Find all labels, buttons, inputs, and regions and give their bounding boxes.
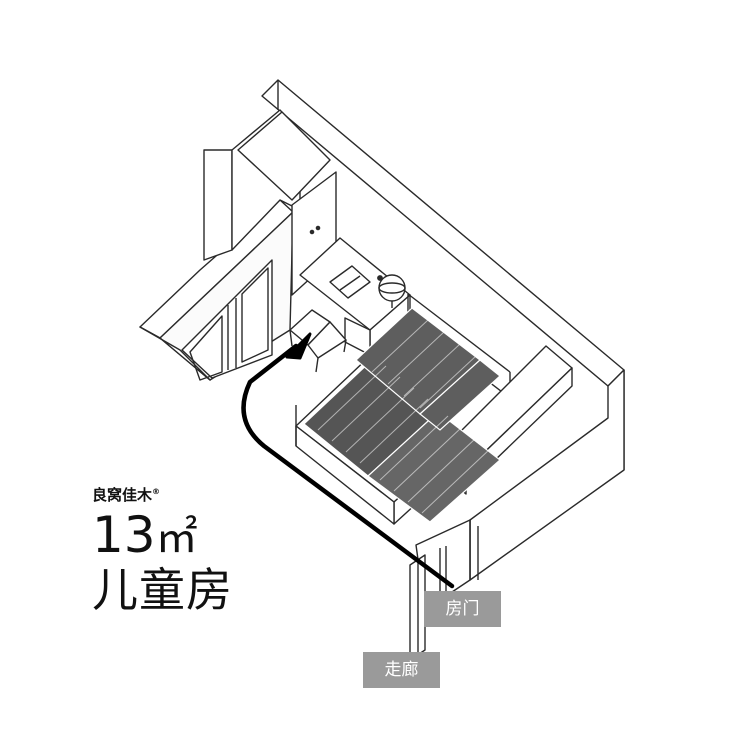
room-area: 13㎡ <box>92 510 198 560</box>
chair <box>289 309 347 373</box>
path-arrow <box>241 332 455 589</box>
window <box>181 259 273 381</box>
door-label: 房门 <box>424 591 501 627</box>
right-wall <box>415 369 625 611</box>
brand-name: 良窝佳木 <box>92 486 153 504</box>
registered-mark: ® <box>152 487 161 496</box>
globe <box>377 274 406 308</box>
door-frame <box>409 546 447 661</box>
brand-logo: 良窝佳木® <box>92 484 160 505</box>
area-unit: ㎡ <box>155 513 198 562</box>
corridor-label: 走廊 <box>363 652 440 688</box>
desk <box>299 237 411 356</box>
mattress <box>303 307 501 523</box>
area-value: 13 <box>92 506 156 564</box>
room-name: 儿童房 <box>92 563 233 617</box>
